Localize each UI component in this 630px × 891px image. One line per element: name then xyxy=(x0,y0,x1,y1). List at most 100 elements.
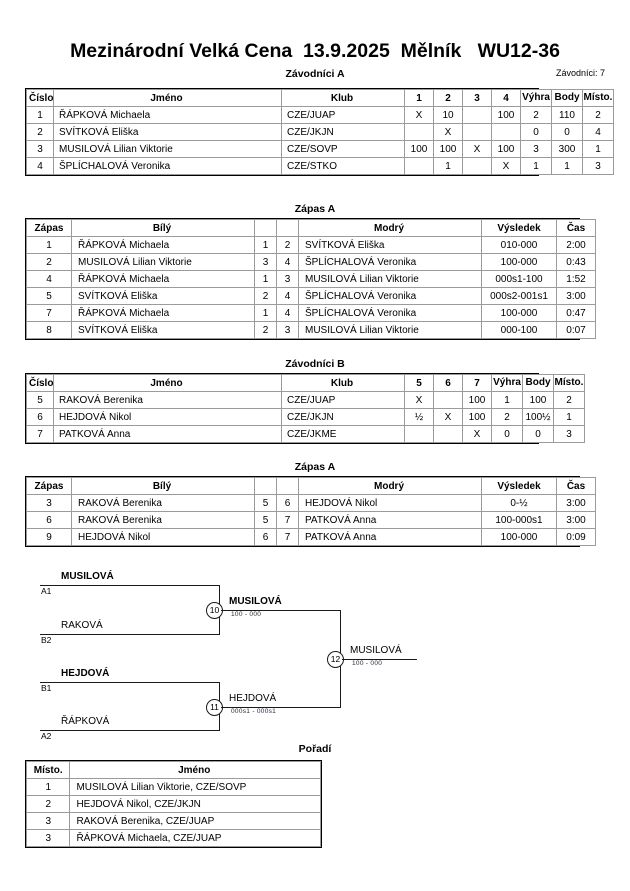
col-blue-no xyxy=(276,477,299,495)
cell-place: 3 xyxy=(25,812,71,830)
cell-vs-3 xyxy=(462,106,492,124)
matches-table-a: Zápas Bílý Modrý Výsledek Čas 1 ŘÁPKOVÁ … xyxy=(26,219,596,339)
col-name: Jméno xyxy=(53,374,282,392)
knockout-bracket: MUSILOVÁ A1 RAKOVÁ B2 HEJDOVÁ B1 ŘÁPKOVÁ… xyxy=(0,566,630,741)
cell-blue: MUSILOVÁ Lilian Viktorie xyxy=(298,321,482,339)
cell-blue-no: 7 xyxy=(276,511,299,529)
table-row: 5 SVÍTKOVÁ Eliška 2 4 ŠPLÍCHALOVÁ Veroni… xyxy=(26,287,596,305)
cell-white-no: 6 xyxy=(254,528,277,546)
col-white-no xyxy=(254,219,277,237)
col-place-label: Místo. xyxy=(554,377,584,388)
table-row: 2 SVÍTKOVÁ Eliška CZE/JKJN X 0 0 4 xyxy=(26,123,614,141)
cell-white: SVÍTKOVÁ Eliška xyxy=(71,321,255,339)
cell-white-no: 1 xyxy=(254,304,277,322)
table-row: 3 RAKOVÁ Berenika 5 6 HEJDOVÁ Nikol 0-½ … xyxy=(26,494,596,512)
cell-number: 1 xyxy=(26,106,54,124)
cell-name: HEJDOVÁ Nikol xyxy=(53,408,282,426)
cell-match-no: 2 xyxy=(26,253,72,271)
competitors-a-body: 1 ŘÁPKOVÁ Michaela CZE/JUAP X 10 100 2 1… xyxy=(26,106,614,175)
col-place-label: Místo. xyxy=(583,92,613,103)
table-row: 3 RAKOVÁ Berenika, CZE/JUAP xyxy=(25,812,321,830)
col-white: Bílý xyxy=(71,477,255,495)
cell-vs-5 xyxy=(404,425,434,443)
col-blue: Modrý xyxy=(298,477,482,495)
bracket-line-entry-2 xyxy=(40,634,220,636)
col-opponent-6: 6 xyxy=(433,374,463,392)
cell-number: 6 xyxy=(26,408,54,426)
cell-match-no: 7 xyxy=(26,304,72,322)
competitors-table-b: Číslo Jméno Klub 5 6 7 Výhra Body Místo.… xyxy=(26,374,585,443)
cell-place: 3 xyxy=(582,157,614,175)
cell-blue-no: 4 xyxy=(276,253,299,271)
cell-name: ŘÁPKOVÁ Michaela xyxy=(53,106,282,124)
table-row: 9 HEJDOVÁ Nikol 6 7 PATKOVÁ Anna 100-000… xyxy=(26,528,596,546)
cell-match-no: 6 xyxy=(26,511,72,529)
bracket-final-score: 100 - 000 xyxy=(352,660,383,667)
cell-vs-2: 100 xyxy=(433,140,463,158)
cell-club: CZE/SOVP xyxy=(281,140,405,158)
cell-white: SVÍTKOVÁ Eliška xyxy=(71,287,255,305)
col-match-no: Zápas xyxy=(26,477,72,495)
cell-name: HEJDOVÁ Nikol, CZE/JKJN xyxy=(69,795,321,813)
cell-vs-3 xyxy=(462,123,492,141)
cell-wins: 2 xyxy=(520,106,552,124)
cell-white: ŘÁPKOVÁ Michaela xyxy=(71,270,255,288)
competitors-table-b-wrap: Číslo Jméno Klub 5 6 7 Výhra Body Místo.… xyxy=(25,373,585,449)
group-a-caption: Závodníci A xyxy=(285,68,345,80)
cell-time: 0:09 xyxy=(556,528,596,546)
cell-club: CZE/JUAP xyxy=(281,106,405,124)
group-a-caption-wrap: Závodníci A xyxy=(0,68,630,83)
matches-b-body: 3 RAKOVÁ Berenika 5 6 HEJDOVÁ Nikol 0-½ … xyxy=(26,494,596,546)
cell-result: 000-100 xyxy=(481,321,557,339)
cell-time: 0:07 xyxy=(556,321,596,339)
col-name: Jméno xyxy=(53,89,282,107)
cell-time: 3:00 xyxy=(556,287,596,305)
bracket-sf2-score: 000s1 - 000s1 xyxy=(231,708,277,715)
table-row: 3 MUSILOVÁ Lilian Viktorie CZE/SOVP 100 … xyxy=(26,140,614,158)
cell-vs-6 xyxy=(433,425,463,443)
cell-vs-1: X xyxy=(404,106,434,124)
standings-caption-wrap: Pořadí xyxy=(0,743,630,758)
standings-table: Místo. Jméno 1 MUSILOVÁ Lilian Viktorie,… xyxy=(25,761,321,847)
standings-body: 1 MUSILOVÁ Lilian Viktorie, CZE/SOVP 2 H… xyxy=(25,778,321,847)
col-name: Jméno xyxy=(69,761,321,779)
matches-a-caption: Zápas A xyxy=(294,203,336,215)
cell-name: PATKOVÁ Anna xyxy=(53,425,282,443)
col-time: Čas xyxy=(556,477,596,495)
cell-blue: ŠPLÍCHALOVÁ Veronika xyxy=(298,287,482,305)
table-header-row: Zápas Bílý Modrý Výsledek Čas xyxy=(26,477,596,495)
col-place: Místo. xyxy=(582,89,614,107)
cell-points: 100 xyxy=(522,391,554,409)
cell-wins: 1 xyxy=(520,157,552,175)
table-header-row: Číslo Jméno Klub 1 2 3 4 Výhra Body Míst… xyxy=(26,89,614,107)
cell-vs-2: 1 xyxy=(433,157,463,175)
cell-vs-2: 10 xyxy=(433,106,463,124)
col-club: Klub xyxy=(281,374,405,392)
cell-time: 1:52 xyxy=(556,270,596,288)
col-wins: Výhra xyxy=(491,374,523,392)
cell-result: 000s2-001s1 xyxy=(481,287,557,305)
matches-a-caption-wrap: Zápas A xyxy=(0,203,630,218)
col-place: Místo. xyxy=(553,374,585,392)
cell-time: 3:00 xyxy=(556,494,596,512)
bracket-line-sf1-out xyxy=(221,610,341,612)
cell-vs-3 xyxy=(462,157,492,175)
cell-vs-3: X xyxy=(462,140,492,158)
col-result: Výsledek xyxy=(481,477,557,495)
cell-white: RAKOVÁ Berenika xyxy=(71,494,255,512)
cell-result: 010-000 xyxy=(481,236,557,254)
cell-white-no: 5 xyxy=(254,494,277,512)
table-row: 1 MUSILOVÁ Lilian Viktorie, CZE/SOVP xyxy=(25,778,321,796)
matches-table-a-wrap: Zápas Bílý Modrý Výsledek Čas 1 ŘÁPKOVÁ … xyxy=(25,218,596,345)
bracket-entry-seed-4: A2 xyxy=(41,731,52,741)
cell-blue-no: 4 xyxy=(276,304,299,322)
cell-match-no: 9 xyxy=(26,528,72,546)
col-number: Číslo xyxy=(26,89,54,107)
col-points: Body xyxy=(551,89,583,107)
col-time: Čas xyxy=(556,219,596,237)
cell-place: 3 xyxy=(25,829,71,847)
matches-b-caption: Zápas A xyxy=(294,461,336,473)
cell-vs-4: X xyxy=(491,157,521,175)
cell-white: MUSILOVÁ Lilian Viktorie xyxy=(71,253,255,271)
cell-blue: PATKOVÁ Anna xyxy=(298,528,482,546)
